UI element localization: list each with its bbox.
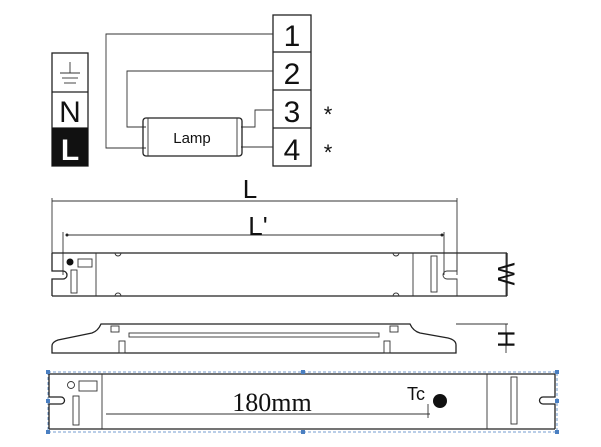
terminal-4: 4	[284, 134, 301, 167]
terminal-1: 1	[284, 20, 301, 53]
tc-point	[433, 394, 447, 408]
wires	[105, 33, 273, 149]
top-view: L L' W	[51, 174, 519, 297]
tc-label: Tc	[407, 384, 425, 404]
lamp-terminal-block: 1 2 3 4 * *	[272, 14, 333, 167]
lamp-label: Lamp	[173, 130, 211, 147]
length-label: L	[243, 174, 257, 204]
height-label: H	[492, 330, 519, 347]
asterisk-4: *	[324, 140, 333, 165]
side-view: H	[51, 323, 519, 354]
live-label: L	[61, 134, 79, 167]
terminal-3: 3	[284, 96, 301, 129]
tc-distance-label: 180mm	[232, 388, 311, 417]
selection-handles[interactable]	[46, 370, 559, 434]
tc-view: 180mm Tc	[46, 370, 559, 434]
supply-terminal-block: N L	[51, 52, 89, 167]
lamp: Lamp	[142, 117, 243, 157]
terminal-2: 2	[284, 58, 301, 91]
width-label: W	[492, 263, 519, 286]
asterisk-3: *	[324, 102, 333, 127]
ground-icon	[60, 62, 80, 84]
mount-length-label: L'	[248, 211, 267, 241]
neutral-label: N	[59, 96, 81, 129]
